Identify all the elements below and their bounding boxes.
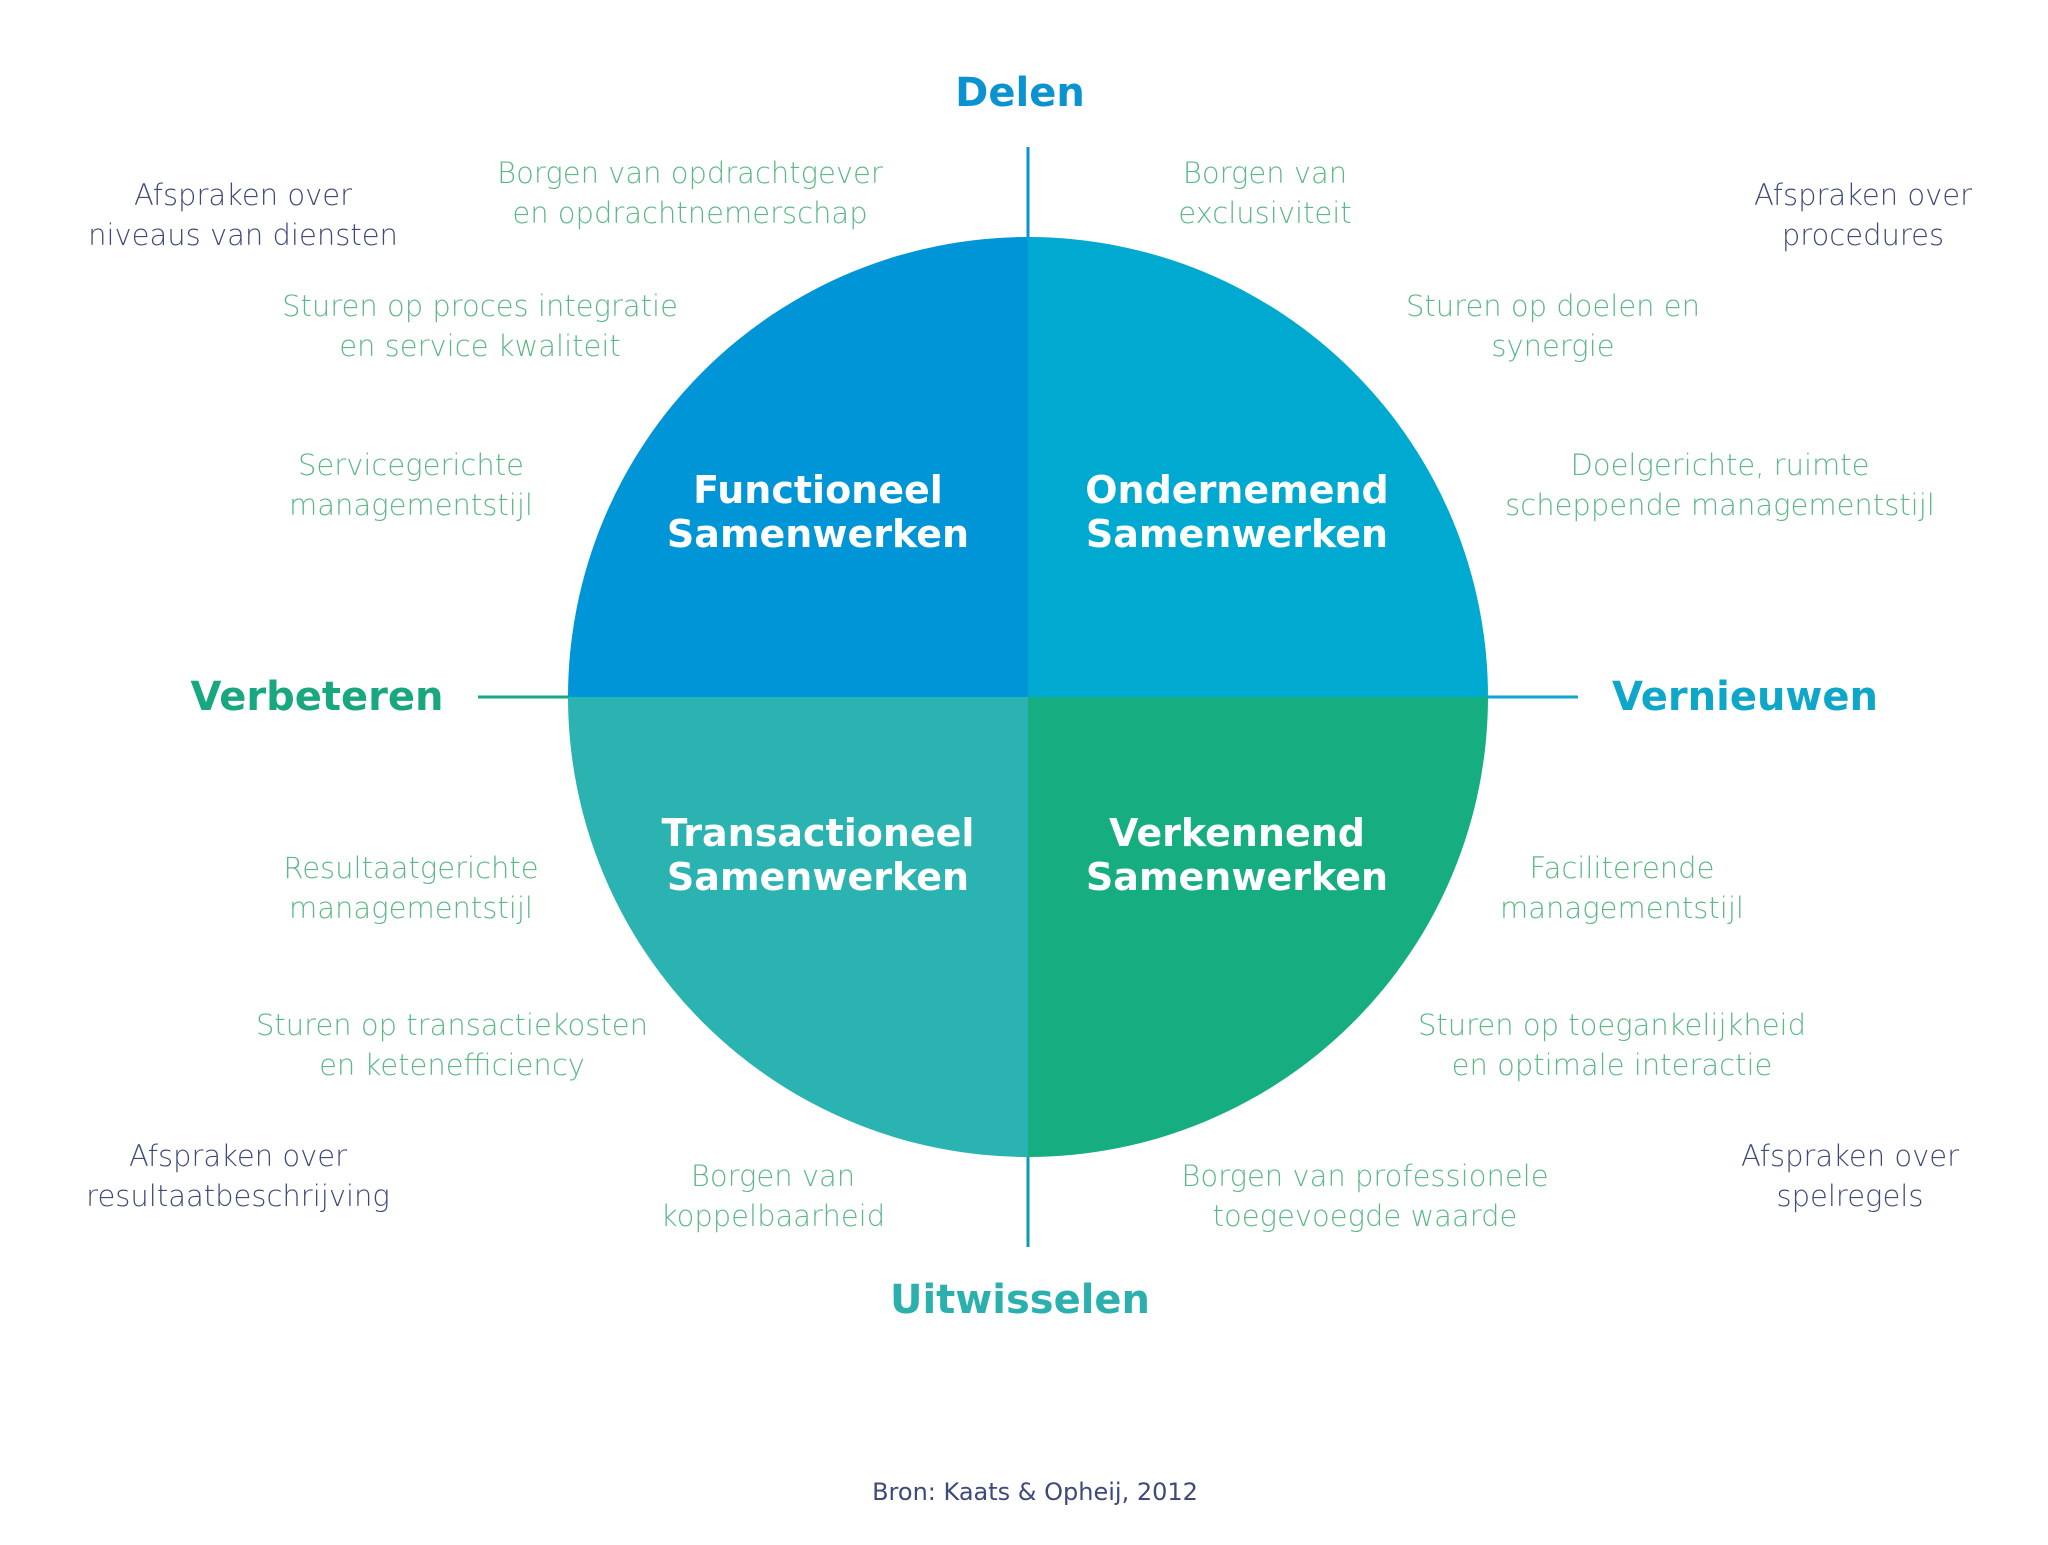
label-line: synergie	[1491, 329, 1615, 363]
label-borgen-exclusiviteit: Borgen van exclusiviteit	[1178, 153, 1351, 233]
label-borgen-opdrachtgever: Borgen van opdrachtgever en opdrachtneme…	[497, 153, 883, 233]
label-doelgerichte: Doelgerichte, ruimte scheppende manageme…	[1505, 445, 1935, 525]
label-borgen-professionele: Borgen van professionele toegevoegde waa…	[1181, 1156, 1548, 1236]
axis-label-delen: Delen	[955, 70, 1085, 116]
label-line: en optimale interactie	[1451, 1048, 1773, 1082]
label-servicegerichte: Servicegerichte managementstijl	[289, 445, 533, 525]
label-line: toegevoegde waarde	[1212, 1199, 1518, 1233]
label-line: scheppende managementstijl	[1505, 488, 1935, 522]
label-line: Borgen van	[690, 1159, 856, 1193]
label-afspraken-niveaus: Afspraken over niveaus van diensten	[88, 175, 398, 255]
label-line: Afspraken over	[133, 178, 353, 212]
quadrant-title-line: Samenwerken	[1085, 512, 1389, 556]
quadrant-title-verkennend: Verkennend Samenwerken	[1086, 811, 1388, 899]
label-sturen-transactiekosten: Sturen op transactiekosten en keteneffic…	[256, 1005, 648, 1085]
quadrant-title-transactioneel: Transactioneel Samenwerken	[662, 811, 975, 899]
label-line: Sturen op proces integratie	[282, 289, 678, 323]
label-afspraken-spelregels: Afspraken over spelregels	[1741, 1136, 1959, 1216]
label-line: managementstijl	[289, 891, 533, 925]
label-resultaatgerichte: Resultaatgerichte managementstijl	[283, 848, 538, 928]
quadrant-title-line: Verkennend	[1108, 811, 1365, 855]
axis-label-vernieuwen: Vernieuwen	[1612, 674, 1878, 720]
label-line: en ketenefficiency	[319, 1048, 585, 1082]
label-sturen-proces: Sturen op proces integratie en service k…	[282, 286, 678, 366]
quadrant-ondernemend	[1028, 237, 1488, 697]
label-line: Servicegerichte	[298, 448, 524, 482]
label-line: Faciliterende	[1529, 851, 1715, 885]
label-faciliterende: Faciliterende managementstijl	[1500, 848, 1744, 928]
label-borgen-koppelbaarheid: Borgen van koppelbaarheid	[661, 1156, 885, 1236]
quadrant-transactioneel	[568, 697, 1028, 1157]
label-sturen-toegankelijkheid: Sturen op toegankelijkheid en optimale i…	[1418, 1005, 1806, 1085]
label-line: Doelgerichte, ruimte	[1570, 448, 1870, 482]
label-line: Borgen van	[1182, 156, 1348, 190]
quadrant-functioneel	[568, 237, 1028, 697]
label-afspraken-procedures: Afspraken over procedures	[1754, 175, 1972, 255]
label-line: Sturen op transactiekosten	[256, 1008, 648, 1042]
label-line: Resultaatgerichte	[283, 851, 539, 885]
label-line: Afspraken over	[1740, 1139, 1960, 1173]
label-line: Borgen van opdrachtgever	[497, 156, 883, 190]
label-line: en opdrachtnemerschap	[512, 196, 868, 230]
axis-label-verbeteren: Verbeteren	[190, 674, 444, 720]
quadrant-title-line: Ondernemend	[1085, 468, 1389, 512]
label-line: Afspraken over	[128, 1139, 348, 1173]
label-line: niveaus van diensten	[88, 218, 398, 252]
source-citation: Bron: Kaats & Opheij, 2012	[872, 1478, 1198, 1506]
label-line: managementstijl	[1500, 891, 1744, 925]
axis-label-uitwisselen: Uitwisselen	[889, 1277, 1151, 1323]
label-line: spelregels	[1776, 1179, 1924, 1213]
quadrant-title-line: Samenwerken	[666, 855, 970, 899]
quadrant-title-functioneel: Functioneel Samenwerken	[667, 468, 969, 556]
label-sturen-doelen: Sturen op doelen en synergie	[1406, 286, 1700, 366]
label-line: procedures	[1781, 218, 1945, 252]
label-line: Afspraken over	[1753, 178, 1973, 212]
label-line: exclusiviteit	[1178, 196, 1352, 230]
label-line: resultaatbeschrijving	[86, 1179, 390, 1213]
quadrant-verkennend	[1028, 697, 1488, 1157]
label-afspraken-resultaat: Afspraken over resultaatbeschrijving	[86, 1136, 390, 1216]
label-line: Sturen op doelen en	[1406, 289, 1700, 323]
label-line: Sturen op toegankelijkheid	[1417, 1008, 1807, 1042]
label-line: koppelbaarheid	[660, 1199, 886, 1233]
quadrant-title-line: Samenwerken	[1085, 855, 1389, 899]
label-line: Borgen van professionele	[1181, 1159, 1549, 1193]
label-line: en service kwaliteit	[339, 329, 621, 363]
quadrant-title-line: Transactioneel	[661, 811, 975, 855]
quadrant-title-line: Functioneel	[693, 468, 943, 512]
quadrant-title-ondernemend: Ondernemend Samenwerken	[1085, 468, 1389, 556]
quadrant-title-line: Samenwerken	[666, 512, 970, 556]
label-line: managementstijl	[289, 488, 533, 522]
